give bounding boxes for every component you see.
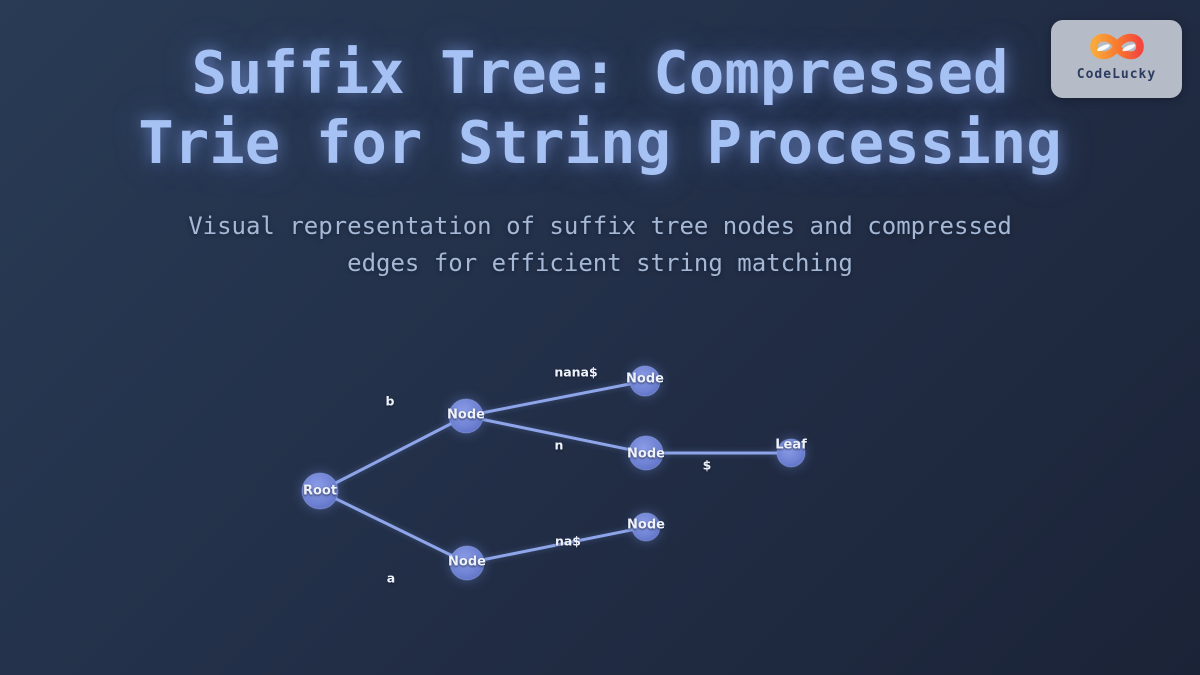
edge-label-n1-n3: n xyxy=(555,437,564,452)
title-line-1: Suffix Tree: Compressed xyxy=(191,38,1009,107)
hero-section: Suffix Tree: Compressed Trie for String … xyxy=(0,0,1200,282)
tree-edge-root-n4 xyxy=(318,489,469,565)
subtitle: Visual representation of suffix tree nod… xyxy=(0,208,1200,282)
infinity-logo-icon xyxy=(1089,33,1144,60)
tree-node-n3 xyxy=(628,435,664,471)
tree-node-label-n2: Node xyxy=(626,372,664,387)
subtitle-line-2: edges for efficient string matching xyxy=(347,249,853,277)
tree-edge-n4-n5 xyxy=(465,525,648,565)
tree-node-n1 xyxy=(448,398,484,434)
edge-label-n1-n2: nana$ xyxy=(554,364,597,379)
logo-wordmark: CodeLucky xyxy=(1076,67,1157,82)
subtitle-line-1: Visual representation of suffix tree nod… xyxy=(188,212,1012,240)
tree-node-label-n5: Node xyxy=(627,518,665,533)
tree-node-label-n3: Node xyxy=(627,447,665,462)
tree-node-n2 xyxy=(629,365,661,397)
title-line-2: Trie for String Processing xyxy=(138,108,1062,177)
tree-edge-n1-n3 xyxy=(464,414,648,455)
edge-label-root-n1: b xyxy=(386,393,395,408)
tree-node-label-root: Root xyxy=(303,484,337,499)
tree-nodes-layer xyxy=(301,365,806,581)
page-title: Suffix Tree: Compressed Trie for String … xyxy=(0,38,1200,178)
edge-label-root-n4: a xyxy=(387,570,395,585)
tree-edge-root-n1 xyxy=(318,414,468,493)
tree-node-n5 xyxy=(631,512,661,542)
edge-label-n3-leaf1: $ xyxy=(703,457,712,472)
tree-node-label-leaf1: Leaf xyxy=(775,438,807,453)
tree-node-n4 xyxy=(449,545,485,581)
tree-edges-layer xyxy=(318,379,793,565)
tree-node-label-n1: Node xyxy=(447,408,485,423)
tree-edge-n1-n2 xyxy=(464,379,647,418)
codelucky-logo-badge: CodeLucky xyxy=(1051,20,1182,98)
tree-node-label-n4: Node xyxy=(448,555,486,570)
edge-label-n4-n5: na$ xyxy=(555,533,581,548)
tree-node-leaf1 xyxy=(776,438,806,468)
tree-node-root xyxy=(301,472,339,510)
